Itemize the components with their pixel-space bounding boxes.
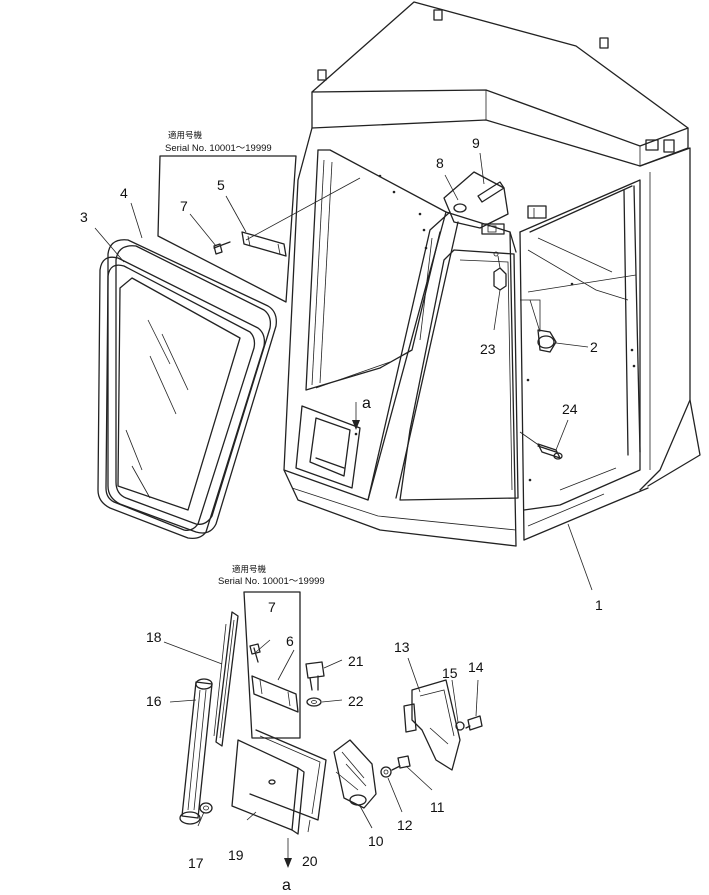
- leader-lines: [94, 152, 593, 833]
- part-label-9: 9: [472, 135, 480, 151]
- part-label-18: 18: [146, 629, 162, 645]
- part-label-7-upper: 7: [180, 198, 188, 214]
- part-label-8: 8: [436, 155, 444, 171]
- part-number-labels: 1 2 3 4 5 6 7 7 8 9 10 11 12 13 14 15 16…: [80, 135, 603, 871]
- ref-a-bottom: a: [282, 877, 291, 894]
- part-label-10: 10: [368, 833, 384, 849]
- part-label-5: 5: [217, 177, 225, 193]
- cab-frame: [283, 1, 701, 547]
- part-label-21: 21: [348, 653, 364, 669]
- reference-arrows: a a: [282, 395, 371, 894]
- part-label-23: 23: [480, 341, 496, 357]
- part-label-1: 1: [595, 597, 603, 613]
- part-label-19: 19: [228, 847, 244, 863]
- part-label-7-lower: 7: [268, 599, 276, 615]
- serial-note-box-1: 適用号機 Serial No. 10001～19999: [157, 130, 361, 303]
- part-label-13: 13: [394, 639, 410, 655]
- part-label-15: 15: [442, 665, 458, 681]
- part-label-22: 22: [348, 693, 364, 709]
- part-label-24: 24: [562, 401, 578, 417]
- wiper-assembly: 適用号機 Serial No. 10001～19999: [179, 564, 483, 835]
- part-label-4: 4: [120, 185, 128, 201]
- serial-note-1-label: 適用号機: [168, 130, 203, 140]
- part-label-12: 12: [397, 817, 413, 833]
- serial-note-2-serial: Serial No. 10001～19999: [218, 576, 325, 587]
- part-label-17: 17: [188, 855, 204, 871]
- part-label-11: 11: [430, 799, 445, 815]
- part-label-2: 2: [590, 339, 598, 355]
- part-label-16: 16: [146, 693, 162, 709]
- window-glass-assembly: [97, 239, 277, 540]
- ref-a-top: a: [362, 395, 371, 412]
- part-label-14: 14: [468, 659, 484, 675]
- part-label-6: 6: [286, 633, 294, 649]
- part-label-3: 3: [80, 209, 88, 225]
- part-label-20: 20: [302, 853, 318, 869]
- serial-note-2-label: 適用号機: [232, 564, 267, 574]
- serial-note-1-serial: Serial No. 10001～19999: [165, 143, 272, 154]
